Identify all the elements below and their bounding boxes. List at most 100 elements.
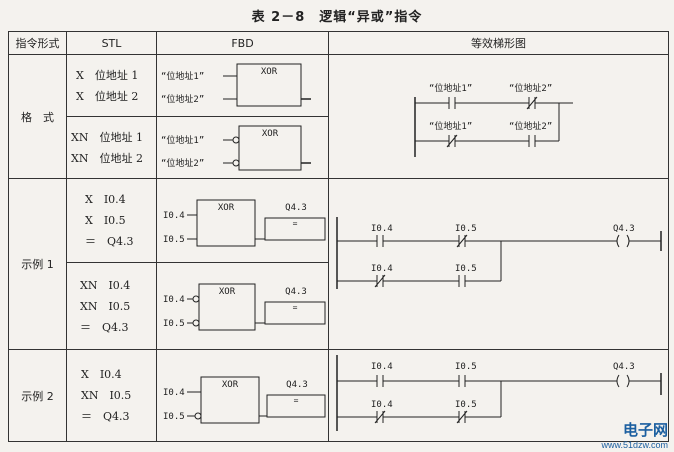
fbd-output-label: Q4.3 <box>285 203 307 213</box>
fbd-input-1-label: “位地址1” <box>161 70 204 82</box>
fbd-cell: I0.4 I0.5 XOR Q4.3 = <box>156 262 329 350</box>
ladder-contact-label: I0.5 <box>455 264 477 274</box>
fbd-xor-block <box>196 199 256 247</box>
fbd-output-label: Q4.3 <box>285 287 307 297</box>
fbd-xor-diagram: “位地址1” “位地址2” XOR <box>161 125 311 170</box>
fbd-block-label: XOR <box>218 203 235 213</box>
fbd-assign-label: = <box>293 303 298 312</box>
ladder-contact-label: I0.5 <box>455 362 477 372</box>
fbd-input-1-label: I0.4 <box>163 388 185 398</box>
stl-line: XN 位地址 2 <box>71 151 143 165</box>
fbd-input-1-label: “位地址1” <box>161 134 204 146</box>
example1-row-x: 示例 1 X I0.4 X I0.5 ＝ Q4.3 I0.4 I0.5 XOR … <box>8 177 669 350</box>
group-label-example1: 示例 1 <box>8 178 67 350</box>
no-contact-icon <box>458 275 466 287</box>
stl-line: X I0.4 <box>85 193 126 207</box>
negation-circle-icon <box>232 136 240 143</box>
ladder-example1-diagram: I0.4 I0.5 Q4.3 I0.4 <box>336 217 662 289</box>
ladder-contact-label: I0.5 <box>455 400 477 410</box>
ladder-format-diagram: “位地址1” “位地址2” “位地址1” “位地址2” <box>414 82 573 157</box>
group-label-format: 格 式 <box>8 54 67 179</box>
negation-circle-icon <box>192 319 200 327</box>
stl-line: XN I0.4 <box>80 278 131 292</box>
coil-icon <box>616 234 630 248</box>
ladder-coil-label: Q4.3 <box>613 362 635 372</box>
fbd-block-label: XOR <box>262 129 279 139</box>
ladder-contact-label: I0.4 <box>371 400 393 410</box>
ladder-example2-diagram: I0.4 I0.5 Q4.3 I0.4 I0.5 <box>336 354 662 431</box>
fbd-cell: I0.4 I0.5 XOR Q4.3 = <box>156 177 329 264</box>
no-contact-icon <box>448 96 456 109</box>
fbd-cell: “位地址1” “位地址2” XOR <box>156 54 329 117</box>
stl-line: ＝ Q4.3 <box>80 320 129 334</box>
fbd-block-label: XOR <box>219 287 236 297</box>
fbd-input-2-label: “位地址2” <box>161 157 204 169</box>
ladder-contact-label: “位地址1” <box>429 82 472 94</box>
stl-cell: X I0.4 X I0.5 ＝ Q4.3 <box>66 177 157 264</box>
fbd-block-label: XOR <box>222 380 239 390</box>
negation-circle-icon <box>194 412 202 419</box>
stl-line: X 位地址 2 <box>76 89 139 103</box>
ladder-cell-format: “位地址1” “位地址2” “位地址1” “位地址2” <box>328 54 669 179</box>
watermark-text: 电子网 <box>622 422 668 439</box>
fbd-assign-label: = <box>293 219 298 228</box>
fbd-input-2-label: I0.5 <box>163 235 185 245</box>
fbd-input-2-label: I0.5 <box>163 412 185 422</box>
no-contact-icon <box>376 374 384 387</box>
ladder-cell-example2: I0.4 I0.5 Q4.3 I0.4 I0.5 <box>328 349 669 442</box>
stl-line: X 位地址 1 <box>76 68 139 82</box>
fbd-assign-box <box>264 217 326 241</box>
group-label-example2: 示例 2 <box>8 349 67 442</box>
stl-cell: X 位地址 1 X 位地址 2 <box>66 54 157 117</box>
coil-icon <box>616 374 630 387</box>
fbd-input-2-label: I0.5 <box>163 319 185 329</box>
stl-cell: XN I0.4 XN I0.5 ＝ Q4.3 <box>66 262 157 350</box>
negation-circle-icon <box>232 159 240 166</box>
stl-line: XN I0.5 <box>81 389 132 402</box>
fbd-cell: “位地址1” “位地址2” XOR <box>156 116 329 179</box>
ladder-contact-label: I0.4 <box>371 362 393 372</box>
site-watermark: 电子网 www.51dzw.com <box>601 419 668 450</box>
header-instruction-form: 指令形式 <box>8 31 67 55</box>
fbd-assign-label: = <box>294 396 299 405</box>
no-contact-icon <box>458 374 466 387</box>
stl-line: X I0.4 <box>81 368 122 381</box>
ladder-cell-example1: I0.4 I0.5 Q4.3 I0.4 <box>328 178 669 350</box>
ladder-contact-label: “位地址2” <box>509 120 552 132</box>
header-row: 指令形式 STL FBD 等效梯形图 <box>8 31 669 55</box>
ladder-contact-label: I0.4 <box>371 224 393 234</box>
negation-circle-icon <box>192 295 200 303</box>
fbd-xor-diagram: “位地址1” “位地址2” XOR <box>161 63 311 106</box>
ladder-coil-label: Q4.3 <box>613 224 635 234</box>
xor-instruction-table: 指令形式 STL FBD 等效梯形图 格 式 X 位地址 1 X 位地址 2 “… <box>8 31 669 442</box>
fbd-input-1-label: I0.4 <box>163 211 185 221</box>
stl-line: ＝ Q4.3 <box>85 235 134 249</box>
header-ladder: 等效梯形图 <box>328 31 669 55</box>
header-fbd: FBD <box>156 31 329 55</box>
ladder-contact-label: “位地址2” <box>509 82 552 94</box>
stl-line: ＝ Q4.3 <box>81 410 130 423</box>
fbd-xor-block <box>238 125 302 170</box>
fbd-xor-diagram: I0.4 I0.5 XOR Q4.3 = <box>163 376 326 423</box>
stl-line: X I0.5 <box>85 214 126 228</box>
fbd-xor-diagram: I0.4 I0.5 XOR Q4.3 = <box>163 199 326 247</box>
ladder-contact-label: I0.5 <box>455 224 477 234</box>
fbd-assign-box <box>264 301 326 325</box>
stl-cell: X I0.4 XN I0.5 ＝ Q4.3 <box>66 349 157 442</box>
fbd-assign-box <box>266 394 326 417</box>
fbd-output-label: Q4.3 <box>286 380 308 390</box>
no-contact-icon <box>528 134 536 147</box>
fbd-xor-block <box>198 283 256 331</box>
fbd-xor-block <box>236 63 302 106</box>
watermark-url: www.51dzw.com <box>601 440 668 450</box>
fbd-input-2-label: “位地址2” <box>161 93 204 105</box>
no-contact-icon <box>376 235 384 247</box>
fbd-xor-diagram: I0.4 I0.5 XOR Q4.3 = <box>163 283 326 331</box>
ladder-contact-label: “位地址1” <box>429 120 472 132</box>
format-row-xn: XN 位地址 1 XN 位地址 2 “位地址1” “位地址2” XOR <box>9 116 669 179</box>
fbd-cell: I0.4 I0.5 XOR Q4.3 = <box>156 349 329 442</box>
stl-line: XN I0.5 <box>80 299 131 313</box>
table-title: 表 2－8 逻辑“异或”指令 <box>251 10 423 25</box>
example1-row-xn: XN I0.4 XN I0.5 ＝ Q4.3 I0.4 I0.5 XOR Q4.… <box>9 262 669 350</box>
stl-line: XN 位地址 1 <box>71 130 143 144</box>
